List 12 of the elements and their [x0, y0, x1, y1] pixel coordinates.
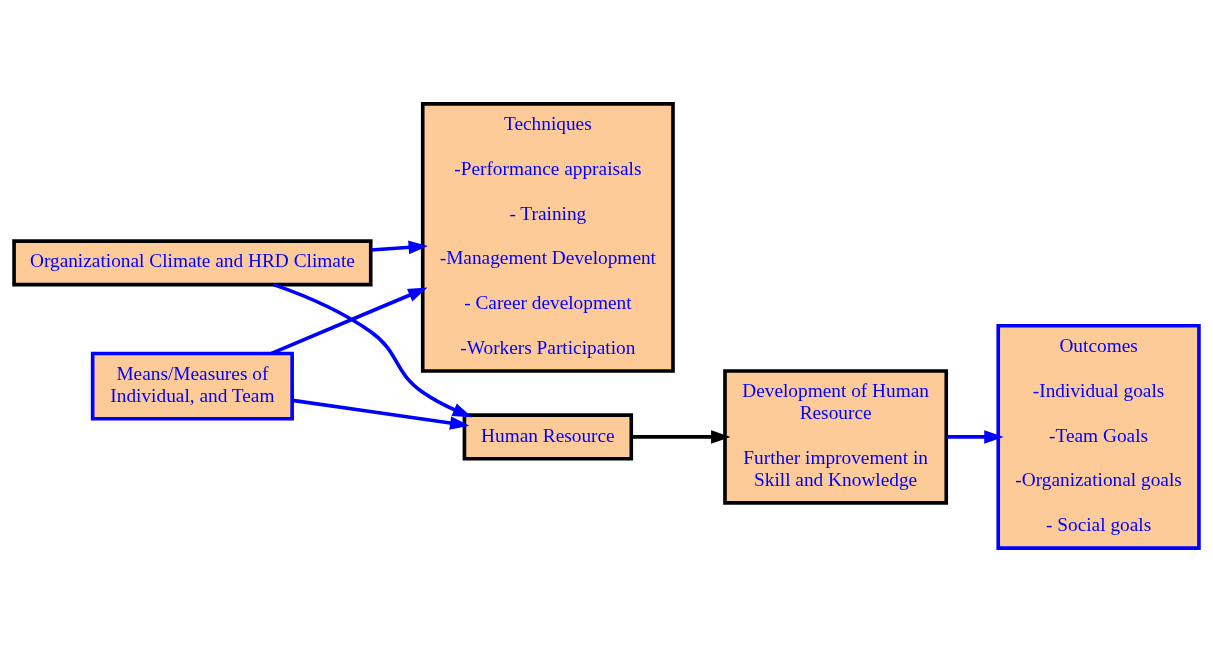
- arrow: [371, 240, 428, 255]
- node-box: Outcomes -Individual goals -Team Goals -Organizational goals - Social goals: [996, 323, 1201, 550]
- node-box: Human Resource: [462, 413, 634, 461]
- arrow: [946, 430, 1004, 444]
- node-box: Development of Human Resource Further improvement in Skill and Knowledge: [723, 369, 949, 505]
- node-box: Means/Measures of Individual, and Team: [90, 351, 294, 421]
- arrow: [273, 282, 473, 418]
- arrow: [631, 430, 731, 444]
- arrow: [270, 287, 428, 355]
- arrow: [292, 398, 470, 430]
- node-box: Techniques -Performance appraisals - Training -Management Development - Career development -Workers Participation: [420, 102, 675, 373]
- node-box: Organizational Climate and HRD Climate: [12, 239, 373, 287]
